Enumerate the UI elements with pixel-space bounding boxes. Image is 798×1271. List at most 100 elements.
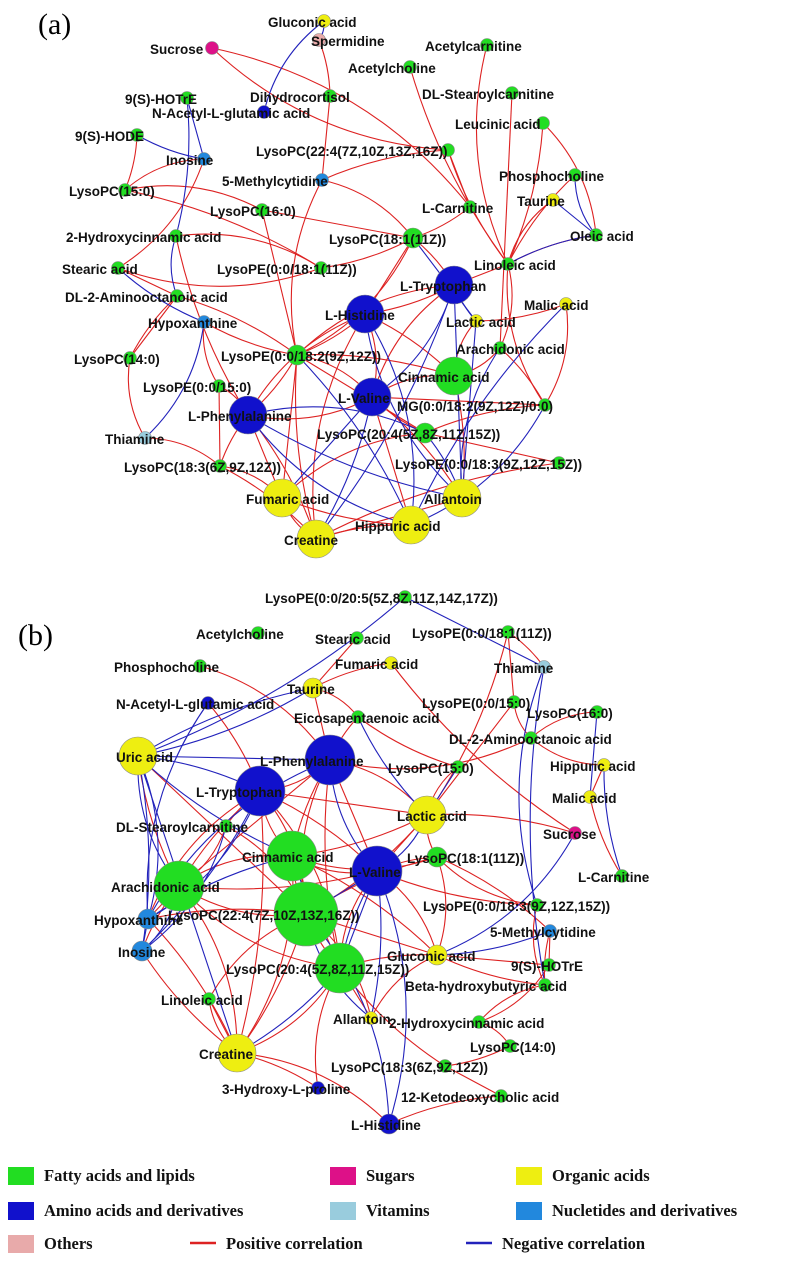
network-b-positive-edge [357,716,459,768]
network-b-node-label: LysoPE(0:0/18:1(11Z)) [412,626,552,641]
network-a-node-label: 5-Methylcytidine [222,174,328,189]
network-a-node-circle [197,152,211,166]
network-b-negative-edge [589,711,598,798]
network-b-node-circle [426,846,448,868]
network-a-node-circle [205,41,219,55]
network-b-negative-edge [436,930,551,956]
panel-a-label: (a) [38,8,71,41]
network-b-node-lysope-0-0-18-3-9z-12z-15z: LysoPE(0:0/18:3(9Z,12Z,15Z)) [423,898,610,914]
network-a-node-label: Acetylcholine [348,61,436,76]
network-a-node-circle [441,143,455,157]
network-b-node-hippuric-acid: Hippuric acid [550,758,636,774]
network-a-node-mg-0-0-18-2-9z-12z-0-0: MG(0:0/18:2(9Z,12Z)/0:0) [397,398,553,414]
network-a-negative-edge [175,97,190,237]
network-a-node-label: LysoPE(0:0/18:1(11Z)) [217,262,357,277]
network-b-node-circle [568,826,582,840]
network-a-node-circle [315,173,329,187]
network-a-node-lysopc-18-1-11z: LysoPC(18:1(11Z)) [329,227,446,249]
network-a-negative-edge [364,313,463,499]
network-a-node-circle [501,257,515,271]
network-a-node-circle [286,344,308,366]
network-a-positive-edge [129,295,178,359]
network-b-node-lysopc-18-1-11z: LysoPC(18:1(11Z)) [407,846,524,868]
network-b-node-label: LysoPC(18:3(6Z,9Z,12Z)) [331,1060,488,1075]
network-a-node-label: DL-Stearoylcarnitine [422,87,555,102]
network-b-node-label: Sucrose [543,827,597,842]
network-a-node-lysopc-18-3-6z-9z-12z: LysoPC(18:3(6Z,9Z,12Z)) [124,459,281,475]
network-a-positive-edge [176,295,298,356]
network-b-node-circle [537,660,551,674]
network-b-node-label: 5-Methylcytidine [490,925,596,940]
network-a-node-label: 9(S)-HODE [75,129,144,144]
network-a-node-arachidonic-acid: Arachidonic acid [456,341,565,357]
network-a-positive-edge [409,66,509,265]
network-a-node-label: Fumaric acid [246,492,329,507]
network-b-node-label: 2-Hydroxycinnamic acid [389,1016,544,1031]
network-a-node-label: Sucrose [150,42,204,57]
network-a-node-circle [345,294,385,334]
network-a-node-label: L-Histidine [325,308,395,323]
network-a-node-acetylcholine: Acetylcholine [348,60,436,76]
network-b-negative-edge [376,870,407,1125]
network-a-node-cinnamic-acid: Cinnamic acid [398,356,490,396]
network-b-negative-edge [436,832,576,956]
network-a-node-lysope-0-0-18-1-11z: LysoPE(0:0/18:1(11Z)) [217,261,357,277]
network-a-node-circle [469,314,483,328]
network-b-node-dl-2-aminooctanoic-acid: DL-2-Aminooctanoic acid [449,731,612,747]
legend-label: Organic acids [552,1166,650,1185]
legend-item-negative-correlation: Negative correlation [466,1234,645,1253]
network-a-node-label: LysoPC(18:1(11Z)) [329,232,446,247]
network-b-node-circle [304,734,356,786]
network-a-node-2-hydroxycinnamic-acid: 2-Hydroxycinnamic acid [66,229,221,245]
network-a-node-label: Phosphocholine [499,169,604,184]
network-a-node-label: Acetylcarnitine [425,39,522,54]
legend-item-positive-correlation: Positive correlation [190,1234,363,1253]
network-b-node-allantoin: Allantoin [333,1011,391,1027]
network-b-positive-edge [147,918,238,1054]
network-a-node-circle [170,289,184,303]
network-a-node-circle [505,86,519,100]
network-a-node-circle [589,228,603,242]
network-b-node-label: Arachidonic acid [111,880,220,895]
network-b-node-circle [137,908,159,930]
network-b-node-lysopc-15-0: LysoPC(15:0) [388,760,474,776]
network-a-positive-edge [218,385,221,467]
network-a-node-thiamine: Thiamine [105,431,165,447]
network-b-node-5-methylcytidine: 5-Methylcytidine [490,924,596,940]
network-a-node-lysopc-22-4-7z-10z-13z-16z: LysoPC(22:4(7Z,10Z,13Z,16Z)) [256,143,455,159]
network-b-node-label: L-Tryptophan [196,785,282,800]
network-b-positive-edge [530,737,605,766]
network-a-node-circle [402,227,424,249]
network-b-node-sucrose: Sucrose [543,826,597,842]
network-b-node-label: LysoPC(15:0) [388,761,474,776]
network-b-node-circle [266,830,318,882]
network-b-node-circle [407,795,447,835]
network-b-node-circle [426,944,448,966]
network-b-positive-edge [236,1052,390,1125]
network-b-node-label: DL-2-Aminooctanoic acid [449,732,612,747]
network-a-node-circle [228,395,268,435]
network-a-node-label: L-Valine [338,391,390,406]
network-b-node-beta-hydroxybutyric-acid: Beta-hydroxybutyric acid [405,978,567,994]
network-a-positive-edge [499,347,546,406]
network-a-positive-edge [124,158,205,191]
network-a-node-label: Leucinic acid [455,117,541,132]
network-a-node-label: Stearic acid [62,262,138,277]
network-a-node-label: LysoPC(16:0) [210,204,296,219]
network-a-positive-edge [321,149,449,181]
network-a-node-label: Dihydrocortisol [250,90,350,105]
network-b-node-arachidonic-acid: Arachidonic acid [111,860,220,912]
network-b-node-label: Linoleic acid [161,993,243,1008]
network-a-negative-edge [410,404,546,526]
network-a-node-taurine: Taurine [517,193,565,209]
network-b-node-label: LysoPC(18:1(11Z)) [407,851,524,866]
network-a-positive-edge [290,179,323,356]
network-a-node-oleic-acid: Oleic acid [570,228,634,244]
network-b-node-circle [350,631,364,645]
network-a-positive-edge [294,354,317,540]
network-b-node-circle [378,1113,400,1135]
network-a-negative-edge [117,267,205,323]
